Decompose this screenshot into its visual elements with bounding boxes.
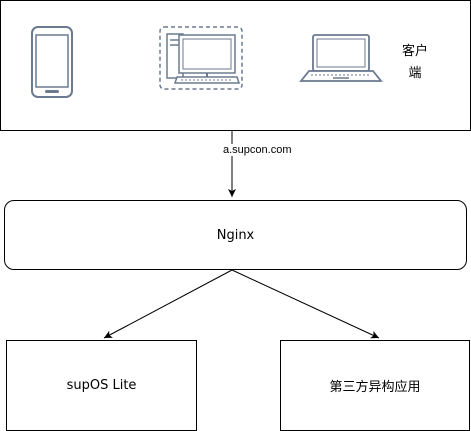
third-party-app-box: 第三方异构应用: [280, 340, 470, 431]
supos-lite-label: supOS Lite: [67, 378, 137, 393]
laptop-icon: [299, 33, 383, 83]
desktop-computer-icon: [159, 26, 243, 90]
clients-box: 客户端: [0, 0, 471, 131]
smartphone-icon: [31, 26, 73, 98]
supos-lite-box: supOS Lite: [6, 340, 197, 431]
nginx-box: Nginx: [4, 200, 467, 270]
clients-label: 客户端: [401, 41, 429, 85]
nginx-label: Nginx: [217, 228, 255, 243]
third-party-app-label: 第三方异构应用: [329, 376, 420, 395]
domain-label: a.supcon.com: [223, 144, 291, 156]
edge-nginx-to-supos: [104, 270, 232, 338]
edge-nginx-to-third-party: [232, 270, 379, 338]
